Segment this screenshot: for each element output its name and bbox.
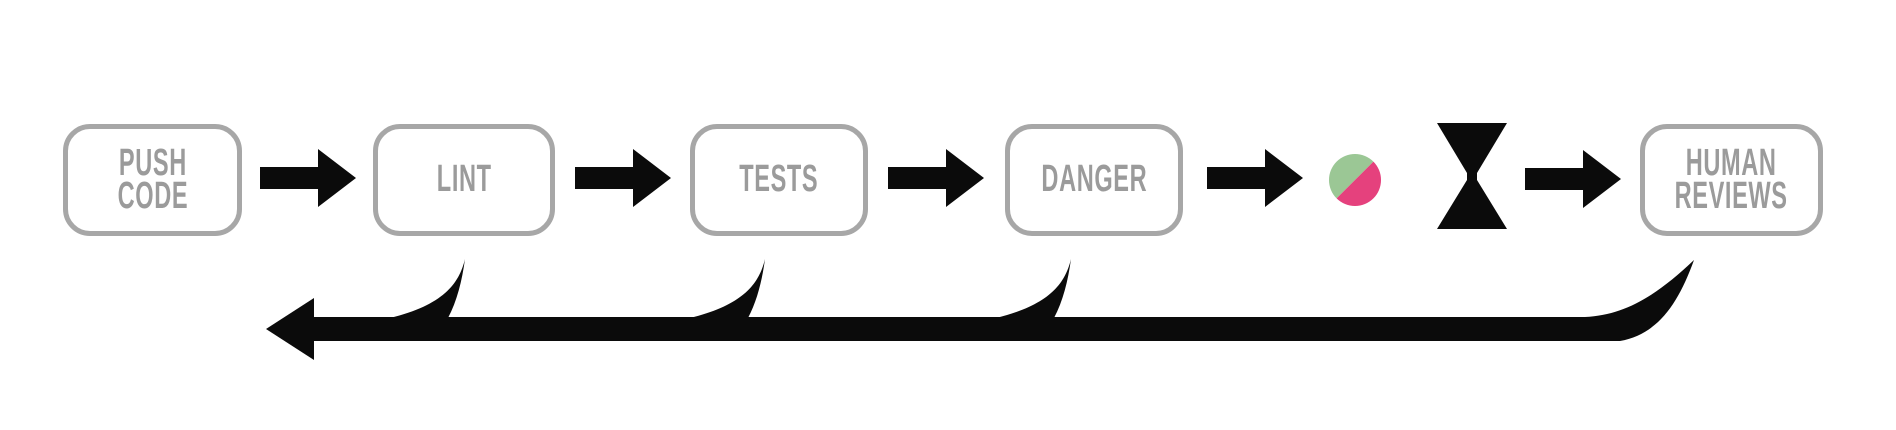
label-line: PUSH xyxy=(118,141,187,184)
node-lint-label: LINT xyxy=(436,158,492,201)
circle-green-half xyxy=(1328,153,1374,199)
node-push-code-label: PUSH CODE xyxy=(117,141,188,217)
label-line: HUMAN xyxy=(1686,141,1777,184)
node-human-reviews-label: HUMAN REVIEWS xyxy=(1675,141,1788,217)
hourglass-icon xyxy=(1437,123,1507,229)
forward-arrow-1 xyxy=(260,149,356,207)
forward-arrow-4 xyxy=(1207,149,1303,207)
node-danger-label: DANGER xyxy=(1041,158,1147,201)
circle-pink-half xyxy=(1336,161,1382,207)
feedback-merge-lint xyxy=(390,259,465,318)
forward-arrow-2 xyxy=(575,149,671,207)
node-danger: DANGER xyxy=(1005,124,1183,236)
label-line: CODE xyxy=(117,175,188,217)
feedback-merge-tests xyxy=(690,259,765,318)
label-line: TESTS xyxy=(739,158,819,201)
node-human-reviews: HUMAN REVIEWS xyxy=(1640,124,1823,236)
node-tests-label: TESTS xyxy=(739,158,819,201)
forward-arrow-5 xyxy=(1525,150,1621,208)
feedback-main-line xyxy=(305,260,1694,341)
label-line: DANGER xyxy=(1041,158,1147,201)
node-lint: LINT xyxy=(373,124,555,236)
label-line: LINT xyxy=(436,158,492,201)
feedback-arrowhead-icon xyxy=(266,298,314,360)
label-line: REVIEWS xyxy=(1675,175,1788,217)
node-tests: TESTS xyxy=(690,124,868,236)
pass-fail-circle-icon xyxy=(1328,153,1382,207)
forward-arrow-3 xyxy=(888,149,984,207)
feedback-merge-danger xyxy=(996,259,1071,318)
node-push-code: PUSH CODE xyxy=(63,124,242,236)
